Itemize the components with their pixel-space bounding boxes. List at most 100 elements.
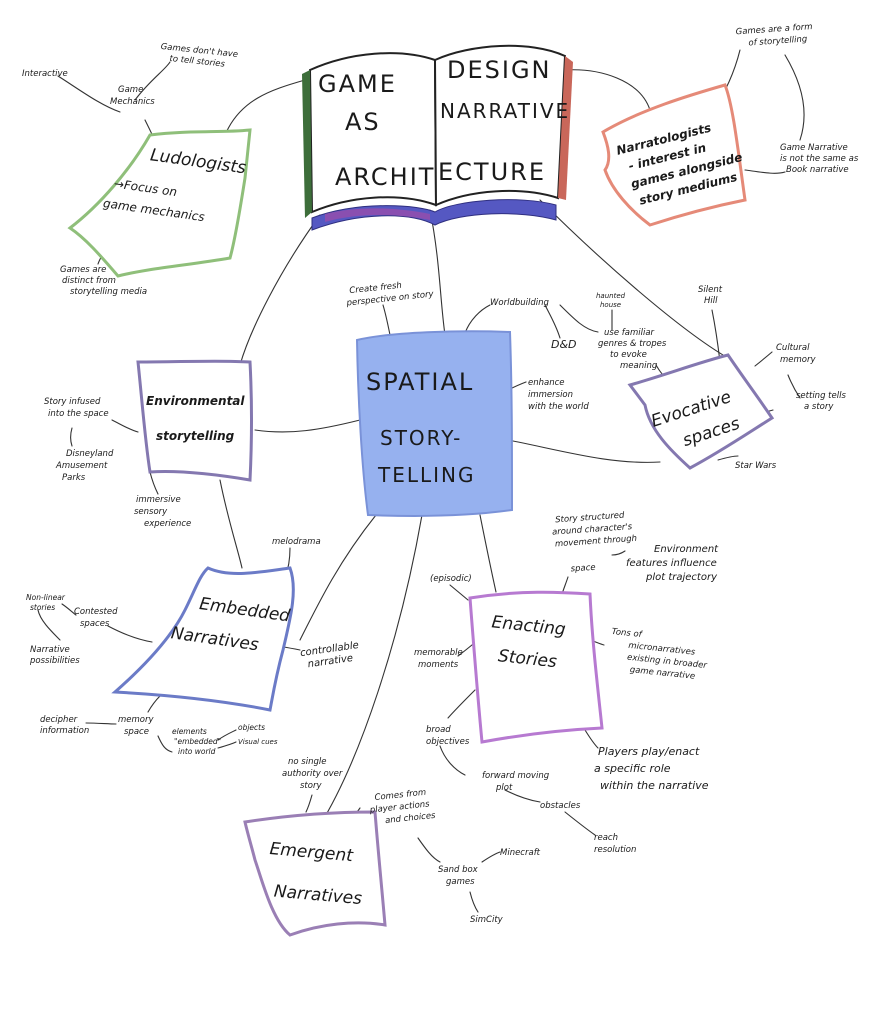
book-right-line-2: NARRATIVE bbox=[440, 99, 570, 123]
note-visual-cues: Visual cues bbox=[238, 738, 278, 746]
note-game-mechanics-1: Game bbox=[118, 85, 143, 95]
note-memory-space-2: space bbox=[124, 727, 149, 737]
book-spine-accent bbox=[325, 208, 430, 222]
note-no-single-1: no single bbox=[288, 757, 326, 767]
note-cultural-memory-2: memory bbox=[780, 355, 816, 365]
note-broad-2: objectives bbox=[426, 737, 470, 747]
note-disneyland-2: Amusement bbox=[55, 461, 108, 471]
environmental-storytelling-card bbox=[136, 359, 253, 482]
note-episodic: (episodic) bbox=[430, 574, 472, 584]
note-environment-features-1: Environment bbox=[654, 544, 719, 555]
spatial-storytelling-card bbox=[355, 330, 514, 517]
book-left-edge bbox=[302, 70, 312, 218]
note-game-narrative-1: Game Narrative bbox=[780, 143, 848, 153]
book-left-line-3: ARCHIT bbox=[335, 163, 435, 191]
note-no-single-3: story bbox=[300, 781, 322, 791]
spatial-line-1: SPATIAL bbox=[366, 368, 474, 396]
note-environment-features-3: plot trajectory bbox=[645, 572, 718, 583]
note-memorable-2: moments bbox=[418, 660, 459, 670]
note-games-form-2: of storytelling bbox=[748, 34, 808, 48]
book-node: GAME AS ARCHIT DESIGN NARRATIVE ECTURE bbox=[302, 44, 573, 231]
narratologists-card bbox=[601, 83, 747, 227]
note-environment-features-2: features influence bbox=[626, 558, 717, 569]
note-story-infused-2: into the space bbox=[48, 409, 109, 419]
evocative-spaces-card bbox=[627, 353, 775, 470]
note-contested-2: spaces bbox=[80, 619, 110, 629]
book-left-line-2: AS bbox=[345, 108, 381, 136]
spatial-line-2: STORY- bbox=[380, 426, 462, 450]
note-simcity: SimCity bbox=[470, 915, 504, 925]
note-players-2: a specific role bbox=[594, 762, 671, 775]
spatial-storytelling-node: SPATIAL STORY- TELLING bbox=[366, 368, 476, 487]
note-story-structured-1: Story structured bbox=[555, 511, 625, 526]
note-melodrama: melodrama bbox=[272, 537, 321, 547]
note-enhance-3: with the world bbox=[528, 402, 589, 412]
note-contested-1: Contested bbox=[74, 607, 118, 617]
note-forward-2: plot bbox=[495, 783, 513, 793]
note-game-narrative-3: Book narrative bbox=[786, 165, 849, 175]
note-interactive: Interactive bbox=[22, 69, 68, 79]
note-nonlinear-1: Non-linear bbox=[26, 593, 66, 602]
note-decipher-1: decipher bbox=[40, 715, 78, 725]
note-nonlinear-2: stories bbox=[30, 603, 55, 612]
note-sandbox-1: Sand box bbox=[438, 865, 479, 875]
note-tropes-1: use familiar bbox=[604, 328, 655, 338]
note-forward-1: forward moving bbox=[482, 771, 550, 781]
book-spine-band bbox=[311, 199, 557, 231]
note-obstacles: obstacles bbox=[540, 801, 581, 811]
book-left-line-1: GAME bbox=[318, 70, 397, 98]
note-enhance-1: enhance bbox=[528, 378, 565, 388]
note-players-1: Players play/enact bbox=[598, 745, 700, 758]
note-players-3: within the narrative bbox=[600, 779, 709, 792]
book-right-line-3: ECTURE bbox=[438, 158, 546, 186]
note-story-structured-4: space bbox=[570, 563, 596, 575]
note-cultural-memory-1: Cultural bbox=[776, 343, 810, 353]
environmental-line-2: storytelling bbox=[156, 429, 235, 443]
note-games-distinct-1: Games are bbox=[60, 265, 106, 275]
note-story-infused-1: Story infused bbox=[44, 397, 101, 407]
note-silent-hill-1: Silent bbox=[698, 285, 723, 295]
note-disneyland-1: Disneyland bbox=[66, 449, 114, 459]
note-sandbox-2: games bbox=[446, 877, 475, 887]
note-objects: objects bbox=[238, 723, 265, 732]
environmental-storytelling-node: Environmental storytelling bbox=[146, 394, 245, 443]
note-resolution-2: resolution bbox=[594, 845, 636, 855]
book-right-edge bbox=[558, 56, 573, 200]
note-haunted-2: house bbox=[600, 301, 621, 309]
note-haunted-1: haunted bbox=[596, 292, 626, 300]
annotations: Interactive Game Mechanics Games don't h… bbox=[22, 22, 859, 925]
note-immersive-2: sensory bbox=[134, 507, 168, 517]
note-resolution-1: reach bbox=[594, 833, 618, 843]
note-possibilities-2: possibilities bbox=[29, 656, 80, 666]
note-elements-3: into world bbox=[178, 747, 216, 756]
note-game-mechanics-2: Mechanics bbox=[110, 97, 155, 107]
note-dnd: D&D bbox=[551, 338, 577, 351]
note-setting-tells-1: setting tells bbox=[796, 391, 846, 401]
note-decipher-2: information bbox=[40, 726, 89, 736]
spatial-line-3: TELLING bbox=[377, 463, 476, 487]
note-possibilities-1: Narrative bbox=[30, 645, 70, 655]
book-right-line-1: DESIGN bbox=[447, 56, 552, 84]
note-games-distinct-3: storytelling media bbox=[70, 287, 147, 297]
note-tropes-2: genres & tropes bbox=[598, 339, 667, 349]
note-elements-2: "embedded" bbox=[174, 737, 221, 746]
note-game-narrative-2: is not the same as bbox=[780, 154, 859, 164]
emergent-narratives-card bbox=[243, 810, 387, 937]
note-tropes-4: meaning bbox=[620, 361, 658, 371]
environmental-line-1: Environmental bbox=[146, 394, 245, 408]
embedded-narratives-card bbox=[111, 566, 295, 712]
note-micro-1: Tons of bbox=[611, 627, 644, 640]
note-immersive-3: experience bbox=[144, 519, 191, 529]
note-games-distinct-2: distinct from bbox=[62, 276, 116, 286]
note-no-single-2: authority over bbox=[282, 769, 343, 779]
note-minecraft: Minecraft bbox=[500, 848, 541, 858]
note-enhance-2: immersion bbox=[528, 390, 573, 400]
enacting-stories-card bbox=[468, 590, 604, 744]
note-memorable-1: memorable bbox=[414, 648, 463, 658]
note-memory-space-1: memory bbox=[118, 715, 154, 725]
note-silent-hill-2: Hill bbox=[704, 296, 718, 306]
note-worldbuilding: Worldbuilding bbox=[490, 298, 550, 308]
note-star-wars: Star Wars bbox=[735, 461, 777, 471]
ludologists-card bbox=[67, 128, 252, 278]
